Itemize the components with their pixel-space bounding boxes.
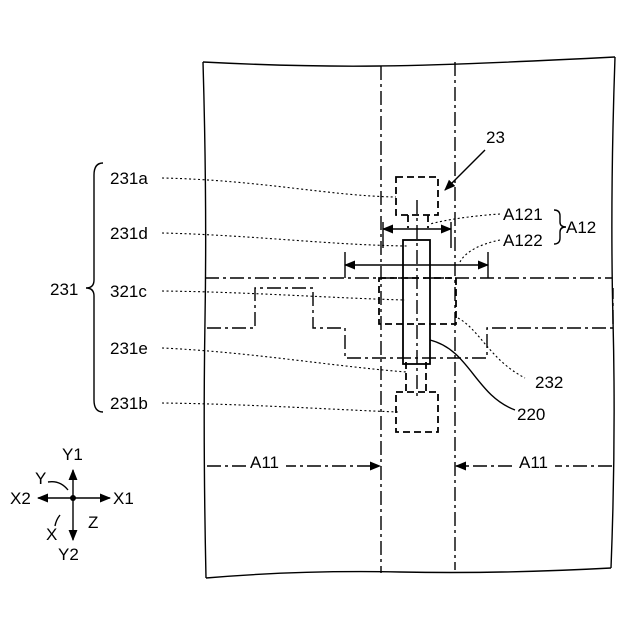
- pattern-231e: [406, 362, 426, 392]
- leader-232: [458, 318, 525, 378]
- ref-231-brace: [86, 163, 103, 412]
- axis-x2: X2: [10, 489, 31, 508]
- axis-y2: Y2: [58, 545, 79, 564]
- label-231d: 231d: [110, 224, 148, 243]
- leader-a122: [460, 240, 500, 262]
- ref-23-leader: [445, 150, 485, 190]
- label-a11-right: A11: [519, 453, 548, 472]
- label-a12: A12: [566, 218, 596, 237]
- label-220: 220: [517, 405, 545, 424]
- label-231: 231: [50, 280, 78, 299]
- pattern-231d: [408, 215, 428, 228]
- leader-231b: [162, 403, 398, 412]
- label-23: 23: [486, 128, 505, 147]
- label-231b: 231b: [110, 394, 148, 413]
- leader-231a: [162, 178, 396, 197]
- axis-z: Z: [88, 513, 98, 532]
- lower-band-profile: [207, 288, 613, 358]
- a12-brace: [554, 210, 566, 244]
- leader-a121: [430, 214, 500, 224]
- axis-y: Y: [35, 469, 46, 488]
- label-a11-left: A11: [250, 453, 279, 472]
- leader-231e: [162, 348, 406, 372]
- label-a122: A122: [503, 231, 543, 250]
- axis-x1: X1: [113, 489, 134, 508]
- coordinate-axes: Y1 Y X2 X1 X Z Y2: [10, 445, 134, 564]
- pattern-231b: [396, 392, 438, 432]
- leader-231d: [162, 233, 407, 246]
- label-231a: 231a: [110, 169, 148, 188]
- leader-220: [430, 340, 515, 410]
- label-a121: A121: [503, 205, 543, 224]
- label-232: 232: [535, 373, 563, 392]
- label-231e: 231e: [110, 339, 148, 358]
- outer-frame: [203, 57, 615, 578]
- leader-321c: [162, 291, 405, 300]
- axis-x: X: [46, 525, 57, 544]
- axis-y1: Y1: [62, 445, 83, 464]
- label-321c: 321c: [110, 282, 147, 301]
